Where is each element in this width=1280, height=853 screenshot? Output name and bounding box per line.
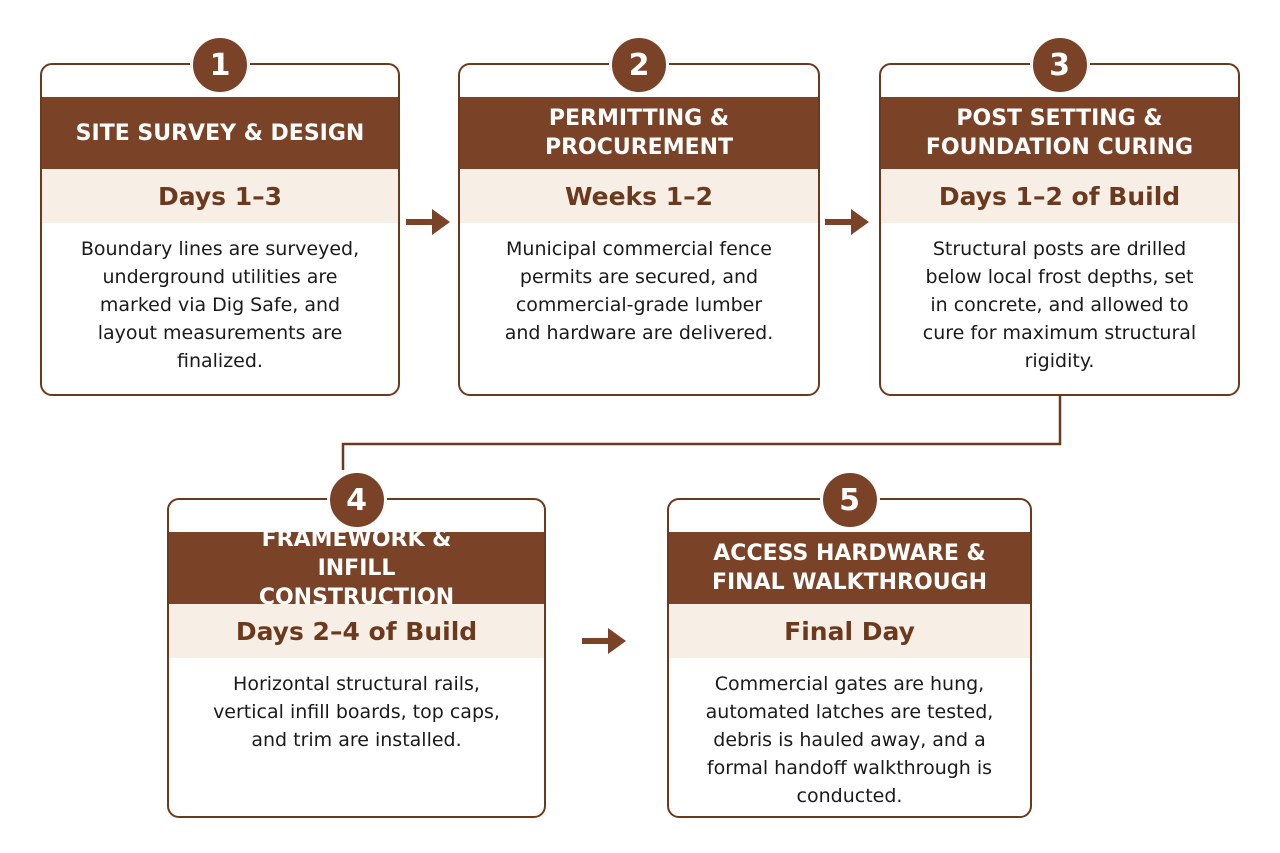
step-1: SITE SURVEY & DESIGN Days 1–3 Boundary l… [40, 35, 400, 396]
right-arrow-icon [825, 209, 869, 235]
step-title: ACCESS HARDWARE & FINAL WALKTHROUGH [669, 532, 1030, 604]
step-duration: Days 1–3 [42, 169, 398, 223]
step-card: ACCESS HARDWARE & FINAL WALKTHROUGH Fina… [667, 498, 1032, 818]
step-card: PERMITTING & PROCUREMENT Weeks 1–2 Munic… [458, 63, 820, 396]
step-number-badge: 4 [326, 470, 387, 530]
step-card: SITE SURVEY & DESIGN Days 1–3 Boundary l… [40, 63, 400, 396]
step-title: PERMITTING & PROCUREMENT [460, 97, 818, 169]
step-duration: Days 2–4 of Build [169, 604, 544, 658]
step-title: SITE SURVEY & DESIGN [42, 97, 398, 169]
step-card: POST SETTING & FOUNDATION CURING Days 1–… [879, 63, 1240, 396]
step-duration: Days 1–2 of Build [881, 169, 1238, 223]
step-3: POST SETTING & FOUNDATION CURING Days 1–… [879, 35, 1240, 396]
step-4: FRAMEWORK & INFILL CONSTRUCTION Days 2–4… [167, 470, 546, 818]
step-description: Boundary lines are surveyed, underground… [80, 238, 360, 372]
step-description: Structural posts are drilled below local… [922, 238, 1197, 372]
right-arrow-icon [406, 209, 450, 235]
step-2: PERMITTING & PROCUREMENT Weeks 1–2 Munic… [458, 35, 820, 396]
step-number-badge: 2 [609, 35, 669, 95]
step-number-badge: 5 [819, 470, 880, 530]
step-description: Municipal commercial fence permits are s… [504, 238, 774, 344]
step-title: POST SETTING & FOUNDATION CURING [881, 97, 1238, 169]
step-card: FRAMEWORK & INFILL CONSTRUCTION Days 2–4… [167, 498, 546, 818]
step-description: Commercial gates are hung, automated lat… [705, 673, 994, 807]
step-description: Horizontal structural rails, vertical in… [213, 673, 500, 751]
right-arrow-icon [582, 628, 626, 654]
step-duration: Weeks 1–2 [460, 169, 818, 223]
step-5: ACCESS HARDWARE & FINAL WALKTHROUGH Fina… [667, 470, 1032, 818]
step-duration: Final Day [669, 604, 1030, 658]
step-number-badge: 3 [1029, 35, 1090, 95]
step-title: FRAMEWORK & INFILL CONSTRUCTION [169, 527, 544, 610]
step-number-badge: 1 [190, 35, 250, 95]
